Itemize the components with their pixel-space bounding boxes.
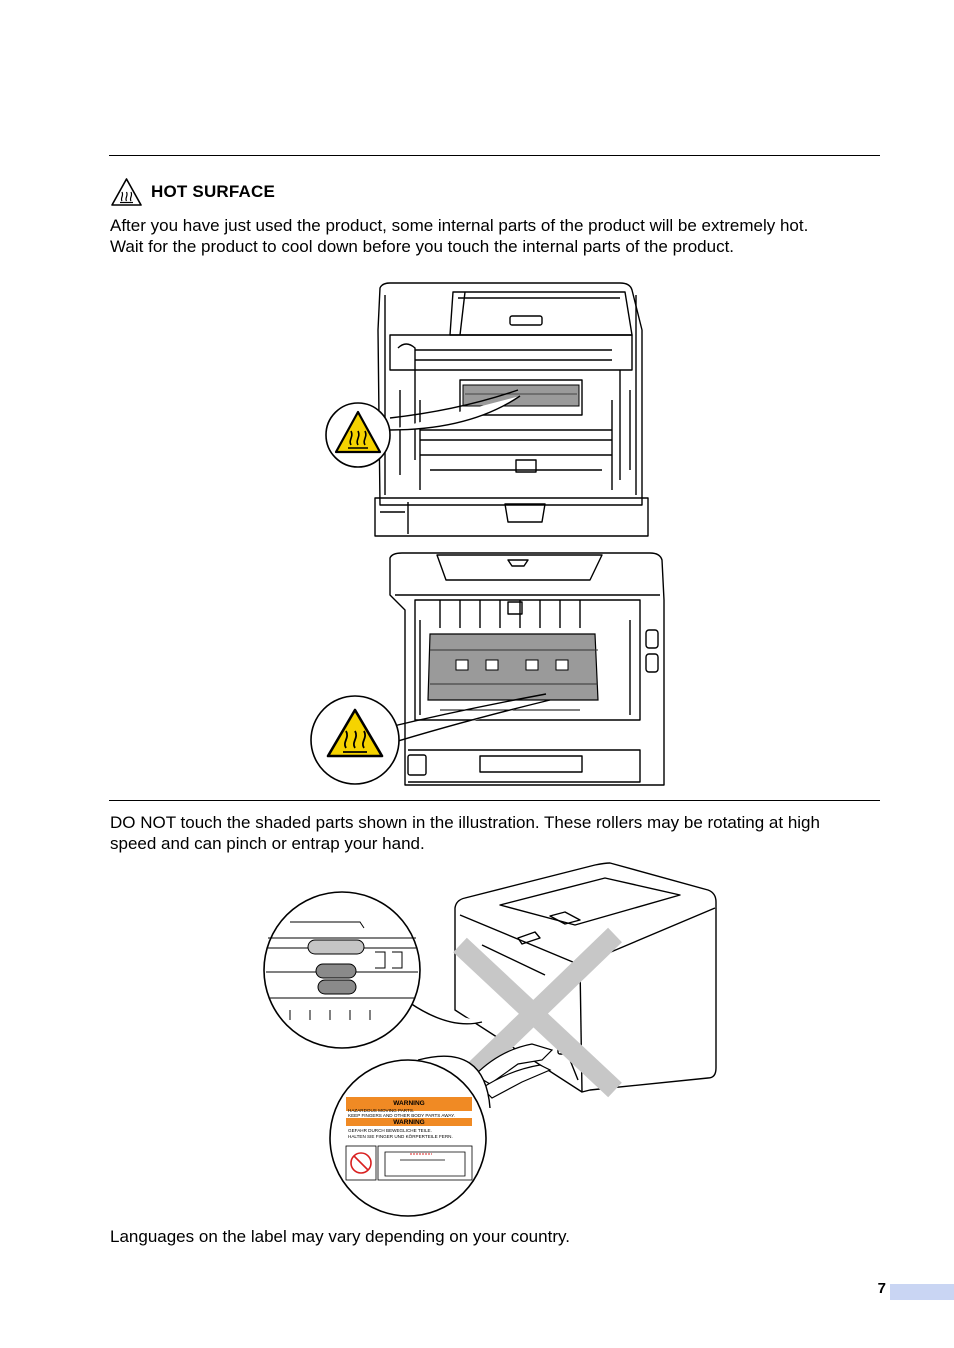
hot-surface-warning-icon (111, 178, 142, 206)
page-number: 7 (877, 1280, 886, 1297)
footer-note: Languages on the label may vary dependin… (110, 1227, 570, 1246)
hot-surface-line: Wait for the product to cool down before… (110, 237, 735, 256)
warning-label-header: WARNING (393, 1119, 424, 1126)
hot-surface-text: After you have just used the product, so… (110, 215, 882, 257)
rollers-text: DO NOT touch the shaded parts shown in t… (110, 812, 882, 854)
rollers-line: DO NOT touch the shaded parts shown in t… (110, 813, 820, 832)
rollers-line: speed and can pinch or entrap your hand. (110, 834, 425, 853)
front-open-printer-illustration (325, 282, 649, 537)
warning-title: HOT SURFACE (151, 182, 276, 201)
top-rule (109, 155, 880, 156)
warning-label-text: KEEP FINGERS AND OTHER BODY PARTS AWAY. (348, 1113, 455, 1118)
warning-label-text: HAZARDOUS MOVING PARTS. (348, 1108, 414, 1113)
rollers-warning-illustration: WARNING HAZARDOUS MOVING PARTS. KEEP FIN… (263, 862, 717, 1217)
warning-label-text: GEFAHR DURCH BEWEGLICHE TEILE. (348, 1128, 432, 1133)
hot-surface-line: After you have just used the product, so… (110, 216, 809, 235)
warning-heading: HOT SURFACE (110, 176, 275, 208)
warning-label-header: WARNING (393, 1100, 424, 1107)
rear-open-printer-illustration (310, 552, 665, 786)
middle-rule (109, 800, 880, 801)
no-hands-icon (350, 1152, 372, 1174)
page-tab (890, 1284, 954, 1300)
warning-label-text: HALTEN SIE FINGER UND KÖRPERTEILE FERN. (348, 1133, 453, 1139)
warning-label: WARNING HAZARDOUS MOVING PARTS. KEEP FIN… (345, 1097, 473, 1181)
